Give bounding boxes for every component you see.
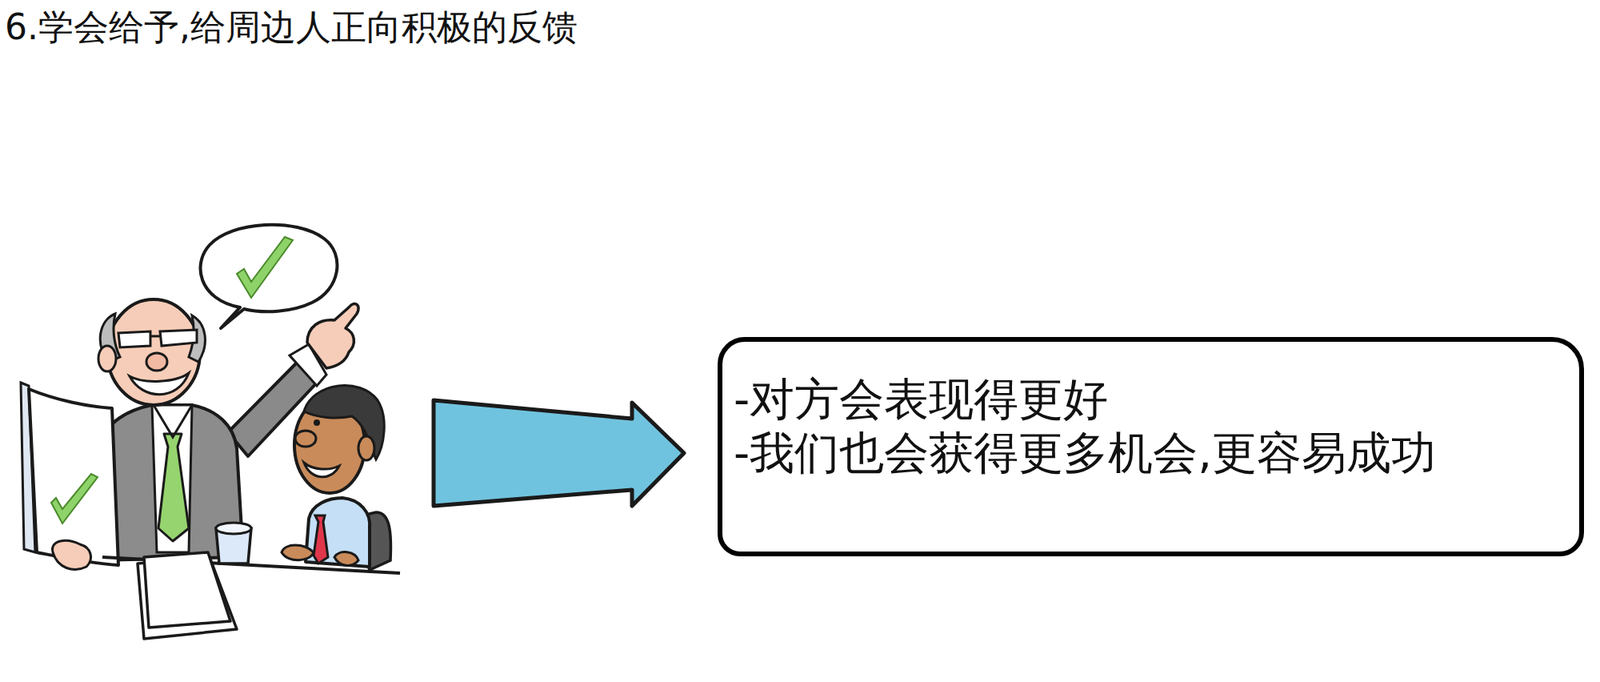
ear — [358, 436, 375, 460]
check-mark — [236, 236, 293, 298]
paper — [144, 552, 231, 628]
folder — [28, 388, 119, 565]
check-mark — [51, 473, 98, 524]
collar — [153, 404, 192, 437]
result-text: -对方会表现得更好 — [733, 372, 1565, 426]
ear — [98, 345, 116, 372]
result-box: -对方会表现得更好-我们也会获得更多机会,更容易成功 — [717, 336, 1584, 556]
dark-hair — [304, 385, 384, 460]
hand — [52, 540, 92, 569]
cup-rim — [216, 522, 252, 534]
nose — [146, 352, 168, 371]
slide-title: 6.学会给予,给周边人正向积极的反馈 — [4, 6, 578, 49]
glasses — [118, 329, 197, 348]
red-tie — [313, 515, 328, 564]
smile — [304, 462, 340, 477]
speech-bubble — [200, 224, 338, 328]
pointing-hand — [307, 303, 359, 368]
shirt — [152, 404, 192, 552]
smile — [129, 372, 189, 395]
nose — [295, 430, 316, 447]
hands — [281, 544, 359, 565]
green-tie — [158, 433, 189, 541]
result-text: -我们也会获得更多机会,更容易成功 — [733, 425, 1565, 480]
blue-arrow — [433, 400, 684, 506]
head — [107, 299, 200, 405]
eye — [313, 419, 320, 426]
